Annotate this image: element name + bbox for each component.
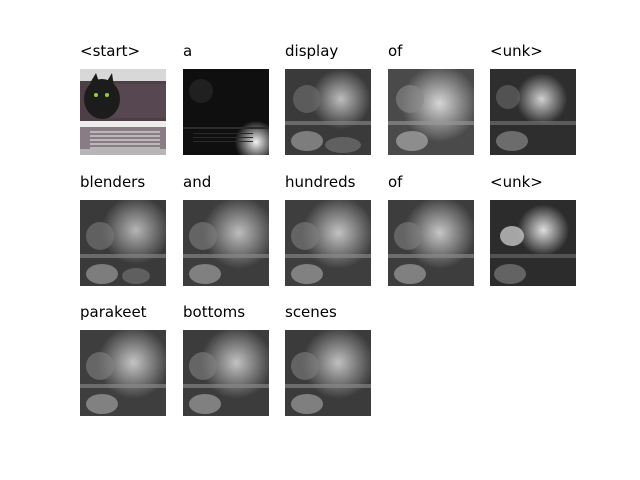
attention-map (183, 69, 269, 155)
attention-map (490, 200, 576, 286)
token-label: bottoms (183, 303, 246, 321)
attention-map (183, 200, 269, 286)
token-label: hundreds (285, 173, 356, 191)
cat-photo (80, 69, 166, 155)
token-label: of (388, 42, 403, 60)
attention-map (285, 330, 371, 416)
token-label: blenders (80, 173, 146, 191)
attention-map (285, 200, 371, 286)
attention-map (80, 200, 166, 286)
token-label: scenes (285, 303, 337, 321)
token-label: of (388, 173, 403, 191)
token-label: display (285, 42, 339, 60)
attention-map (80, 330, 166, 416)
token-label: parakeet (80, 303, 147, 321)
attention-map (490, 69, 576, 155)
token-label: <unk> (490, 173, 543, 191)
attention-map (388, 200, 474, 286)
attention-map (183, 330, 269, 416)
token-label: a (183, 42, 193, 60)
token-label: <unk> (490, 42, 543, 60)
attention-map (285, 69, 371, 155)
token-label: and (183, 173, 212, 191)
attention-map (388, 69, 474, 155)
token-label: <start> (80, 42, 141, 60)
